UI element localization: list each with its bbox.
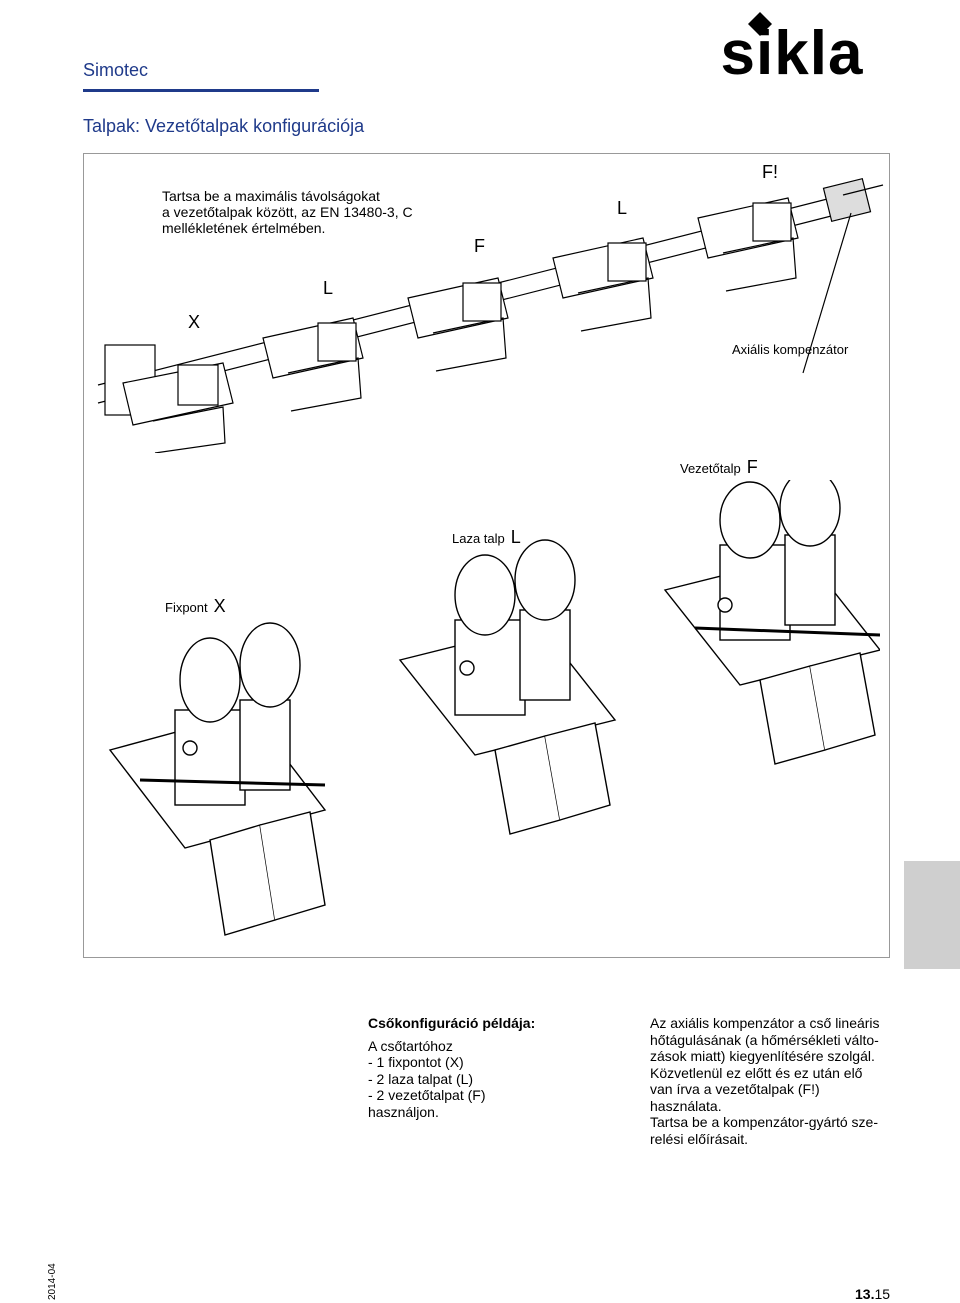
example-line: használjon.: [368, 1103, 439, 1120]
label-f: F: [474, 236, 485, 256]
label-l: L: [617, 198, 628, 218]
example-line: - 2 laza talpat (L): [368, 1070, 474, 1087]
support-l1: [262, 317, 364, 412]
compensator-line: zások miatt) kiegyenlítésére szolgál.: [650, 1048, 875, 1064]
page-title: Talpak: Vezetőtalpak konfigurációja: [83, 116, 365, 136]
legend-fixed-letter: X: [213, 596, 226, 616]
example-heading: Csőkonfiguráció példája:: [368, 1015, 536, 1031]
support-detail-illustration: [108, 480, 880, 936]
page-index: 15: [874, 1286, 891, 1302]
intro-line: mellékletének értelmében.: [162, 220, 326, 236]
fixpoint-support: [108, 622, 327, 936]
loose-support: [398, 539, 617, 835]
legend-guided-text: Vezetőtalp: [680, 461, 741, 476]
legend-guided: Vezetőtalp F: [680, 457, 758, 478]
label-f-excl: F!: [762, 162, 778, 182]
compensator-line: Az axiális kompenzátor a cső lineáris: [650, 1015, 880, 1031]
compensator-line: hőtágulásának (a hőmérsékleti válto-: [650, 1031, 879, 1048]
page-number: 13.15: [855, 1286, 890, 1302]
compensator-line: van írva a vezetőtalpak (F!): [650, 1081, 820, 1097]
legend-loose-text: Laza talp: [452, 531, 505, 546]
example-line: - 2 vezetőtalpat (F): [368, 1087, 486, 1103]
support-f1: [407, 277, 509, 372]
label-x: X: [188, 312, 201, 332]
support-x: [122, 362, 234, 453]
pipe-system-illustration: [97, 177, 884, 453]
compensator-line: használata.: [650, 1097, 722, 1114]
label-l: L: [323, 278, 334, 298]
label-compensator: Axiális kompenzátor: [732, 342, 849, 357]
support-l2: [552, 237, 654, 332]
header-rule: [83, 89, 319, 92]
figure-frame: [83, 153, 890, 958]
compensator-line: relési előírásait.: [650, 1130, 749, 1147]
intro-line: Tartsa be a maximális távolságokat: [162, 188, 380, 204]
page-chapter: 13.: [855, 1286, 875, 1302]
intro-text: Tartsa be a maximális távolságokat a vez…: [162, 188, 462, 236]
section-thumbnail: [904, 861, 960, 969]
compensator-column: Az axiális kompenzátor a cső lineáris hő…: [650, 1015, 910, 1147]
example-line: - 1 fixpontot (X): [368, 1054, 464, 1070]
guided-support: [663, 480, 880, 765]
product-name: Simotec: [83, 60, 149, 80]
example-column: Csőkonfiguráció példája: A csőtartóhoz -…: [368, 1015, 608, 1120]
intro-line: a vezetőtalpak között, az EN 13480-3, C: [162, 204, 413, 220]
example-line: A csőtartóhoz: [368, 1037, 453, 1054]
sikla-logo: sikla: [721, 12, 864, 80]
legend-fixed: Fixpont X: [165, 596, 226, 617]
legend-guided-letter: F: [746, 457, 758, 477]
legend-loose-letter: L: [510, 527, 521, 547]
compensator-line: Tartsa be a kompenzátor-gyártó sze-: [650, 1114, 878, 1130]
support-f2: [697, 197, 799, 292]
logo-text: sikla: [721, 19, 864, 80]
legend-fixed-text: Fixpont: [165, 600, 208, 615]
legend-loose: Laza talp L: [452, 527, 521, 548]
compensator-line: Közvetlenül ez előtt és ez után elő: [650, 1064, 863, 1081]
edition-date: 2014-04: [47, 1263, 58, 1300]
